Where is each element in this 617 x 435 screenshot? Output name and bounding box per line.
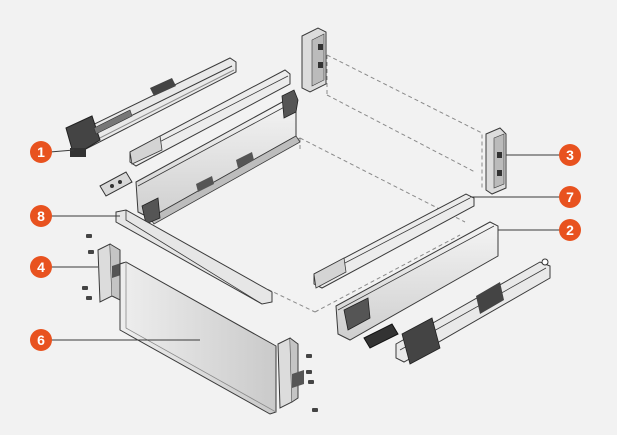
left-clip-plate (99, 171, 133, 197)
right-front-bracket (277, 337, 304, 409)
callout-1: 1 (30, 141, 52, 163)
right-runner (395, 258, 551, 365)
right-clip-plate (363, 323, 399, 349)
left-screws (82, 234, 94, 300)
back-panel-left-post (301, 27, 327, 93)
right-long-rail (313, 193, 475, 289)
callout-6: 6 (30, 329, 52, 351)
left-long-rail (129, 69, 291, 167)
callout-4-label: 4 (37, 259, 45, 275)
callout-3-label: 3 (566, 147, 574, 163)
leader-1 (49, 149, 75, 153)
left-runner (65, 57, 237, 157)
callout-2: 2 (559, 219, 581, 241)
callout-1-label: 1 (37, 144, 45, 160)
right-side-panel (335, 221, 499, 341)
back-panel-right-post (485, 127, 507, 195)
right-screws (306, 354, 318, 412)
callout-2-label: 2 (566, 222, 574, 238)
callout-6-label: 6 (37, 332, 45, 348)
front-top-rail (115, 209, 273, 305)
front-panel (119, 261, 277, 415)
callout-8: 8 (30, 205, 52, 227)
callout-7-label: 7 (566, 189, 574, 205)
callout-3: 3 (559, 144, 581, 166)
callout-8-label: 8 (37, 208, 45, 224)
leader-lines (49, 149, 560, 341)
callout-4: 4 (30, 256, 52, 278)
left-side-panel (135, 89, 301, 225)
callout-7: 7 (559, 186, 581, 208)
